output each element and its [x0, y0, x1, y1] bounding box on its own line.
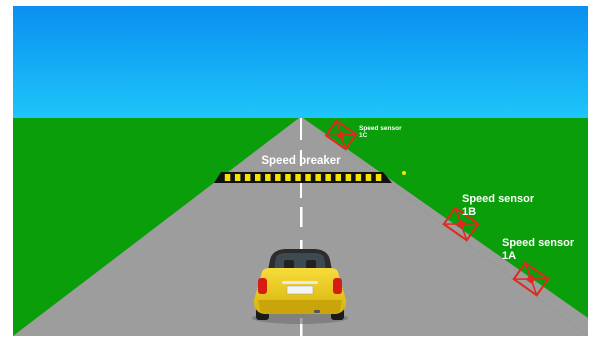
speed-breaker-block	[255, 174, 261, 181]
speed-breaker-block	[376, 174, 382, 181]
speed-breaker-block	[305, 174, 311, 181]
car-chrome-strip	[282, 281, 318, 284]
sensor-1b-label-line2: 1B	[462, 206, 476, 218]
speed-breaker-block	[235, 174, 241, 181]
speed-breaker-block	[225, 174, 231, 181]
speed-breaker-block	[295, 174, 301, 181]
speed-breaker-block	[346, 174, 352, 181]
sensor-1b-label-line1: Speed sensor	[462, 193, 535, 205]
car-number-plate	[287, 286, 313, 294]
speed-breaker	[214, 172, 392, 183]
car-seat-right	[306, 260, 316, 269]
speed-breaker-block	[325, 174, 331, 181]
speed-breaker-block	[245, 174, 251, 181]
car-exhaust	[314, 310, 320, 313]
speed-breaker-label: Speed breaker	[261, 155, 341, 167]
car-right-tail-light	[333, 278, 342, 294]
marker-dot	[402, 171, 406, 175]
car-rear-window	[274, 253, 326, 270]
car-left-tail-light	[258, 278, 267, 294]
speed-breaker-block	[285, 174, 291, 181]
sensor-1a-label-line1: Speed sensor	[502, 237, 575, 249]
car-seat-left	[284, 260, 294, 269]
speed-breaker-block	[315, 174, 321, 181]
sensor-1a-label-line2: 1A	[502, 250, 516, 262]
speed-breaker-block	[356, 174, 362, 181]
speed-breaker-block	[336, 174, 342, 181]
sensor-1c-label-line1: Speed sensor	[359, 125, 402, 132]
car-bumper	[258, 300, 342, 314]
sky	[13, 6, 588, 119]
sensor-1c-label-line2: 1C	[359, 132, 368, 139]
speed-breaker-block	[366, 174, 372, 181]
speed-breaker-block	[265, 174, 271, 181]
speed-breaker-block	[275, 174, 281, 181]
